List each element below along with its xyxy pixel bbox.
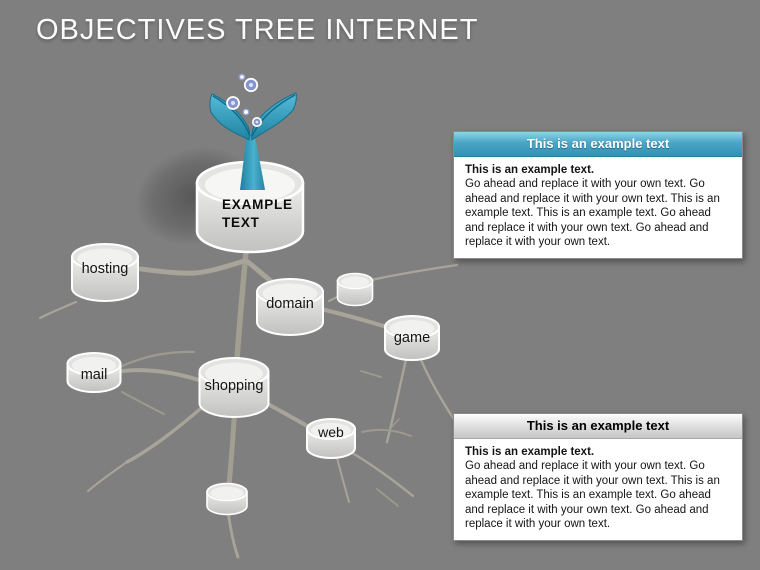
node-pot-game [384,315,440,361]
node-pot-mail [66,352,122,393]
node-pot-hosting [71,243,139,302]
node-label-web: web [317,424,344,440]
node-label-mail: mail [81,367,108,383]
node-pot-small-upper [336,272,374,307]
callout-bottom-header: This is an example text [454,414,742,439]
node-label-shopping: shopping [205,378,264,394]
root-node-label-line1: EXAMPLE [222,197,293,212]
bubbles-decoration [226,73,263,128]
page-title: OBJECTIVES TREE INTERNET [36,14,479,46]
callout-bottom: This is an example text This is an examp… [453,413,743,541]
callout-bottom-body: This is an example text. Go ahead and re… [454,439,742,540]
node-label-hosting: hosting [82,261,129,277]
node-pot-domain [256,278,324,336]
callout-bottom-body-title: This is an example text. [465,446,595,458]
node-pot-shopping [198,357,270,418]
root-node-label-line2: TEXT [222,215,260,230]
callout-bottom-body-text: Go ahead and replace it with your own te… [465,460,720,531]
node-label-game: game [394,330,430,346]
node-label-domain: domain [266,296,314,312]
callout-top-body: This is an example text. Go ahead and re… [454,157,742,258]
sprout-icon [209,92,297,190]
callout-top: This is an example text This is an examp… [453,131,743,259]
callout-top-body-title: This is an example text. [465,164,595,176]
callout-top-header: This is an example text [454,132,742,157]
node-pot-web [306,418,356,459]
node-pot-small-bottom [206,482,248,516]
callout-top-body-text: Go ahead and replace it with your own te… [465,178,720,249]
